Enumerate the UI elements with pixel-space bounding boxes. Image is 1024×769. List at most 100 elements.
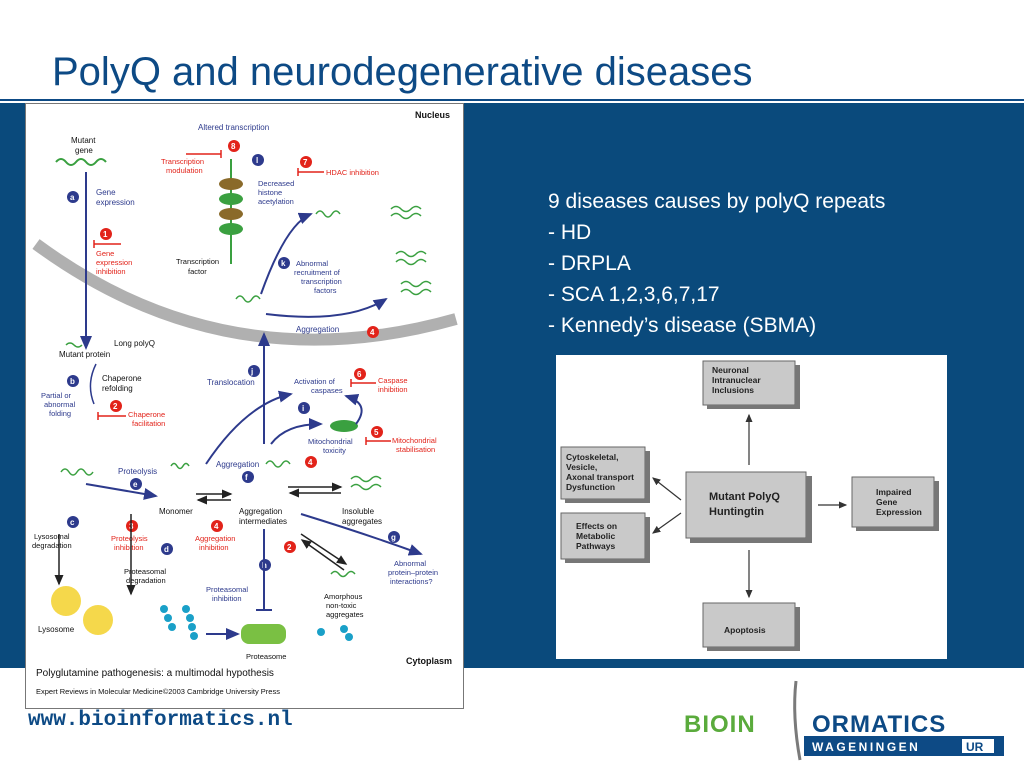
title-divider (0, 99, 1024, 101)
bullet-item: - HD (548, 221, 592, 244)
svg-text:2: 2 (287, 543, 292, 552)
svg-text:i: i (302, 404, 304, 413)
label: toxicity (323, 446, 346, 455)
label: Metabolic (576, 531, 615, 541)
logo-text-left: BIOIN (684, 711, 756, 738)
label: Axonal transport (566, 472, 634, 482)
label: Expression (876, 507, 922, 517)
label: Mitochondrial (308, 437, 353, 446)
step-1-marker (100, 228, 112, 240)
label: Proteasomal (206, 585, 248, 594)
label: Amorphous (324, 592, 363, 601)
label: HDAC inhibition (326, 168, 379, 177)
label: modulation (166, 166, 203, 175)
label: degradation (126, 576, 166, 585)
svg-text:c: c (70, 518, 75, 527)
figure-caption-title: Polyglutamine pathogenesis: a multimodal… (36, 668, 274, 679)
neuronal-inclusions-box (702, 360, 800, 409)
svg-text:l: l (256, 156, 258, 165)
label: Dysfunction (566, 482, 615, 492)
svg-text:j: j (250, 367, 253, 376)
bullet-item: - SCA 1,2,3,6,7,17 (548, 283, 720, 306)
proteasome-icon (241, 624, 286, 644)
label: intermediates (239, 517, 287, 526)
svg-text:2: 2 (113, 402, 118, 411)
label: Apoptosis (724, 625, 766, 635)
label: Monomer (159, 507, 193, 516)
apoptosis-box (702, 602, 800, 651)
label: Proteolysis (118, 467, 157, 476)
label: Inclusions (712, 385, 754, 395)
label: Aggregation (239, 507, 282, 516)
label: Chaperone (128, 410, 165, 419)
cytoplasm-label: Cytoplasm (406, 656, 452, 666)
arrow (652, 477, 682, 501)
label: expression (96, 258, 132, 267)
label: inhibition (199, 543, 229, 552)
label: Neuronal (712, 365, 749, 375)
label: stabilisation (396, 445, 435, 454)
label: Transcription (176, 257, 219, 266)
logo-ur: UR (966, 740, 984, 754)
label: Proteolysis (111, 534, 148, 543)
label: Gene (96, 188, 116, 197)
ubiquitin-chain (160, 605, 198, 640)
label: inhibition (378, 385, 408, 394)
label: caspases (311, 386, 343, 395)
svg-text:a: a (70, 193, 75, 202)
label: inhibition (212, 594, 242, 603)
aggregation-arrow-nucleus (265, 297, 388, 318)
label: Aggregation (216, 460, 259, 469)
label: inhibition (114, 543, 144, 552)
label: Transcription (161, 157, 204, 166)
label: Cytoskeletal, (566, 452, 618, 462)
figure-caption-source: Expert Reviews in Molecular Medicine©200… (36, 687, 280, 696)
label: Long polyQ (114, 339, 155, 348)
logo-text-right: ORMATICS (812, 711, 946, 738)
label: aggregates (326, 610, 364, 619)
impaired-gene-expression-box (851, 476, 939, 531)
label: Partial or (41, 391, 72, 400)
gene-strand (55, 158, 107, 166)
label: refolding (102, 384, 133, 393)
cytoskeletal-box (560, 446, 650, 503)
arrow (652, 512, 682, 534)
label: Pathways (576, 541, 615, 551)
label: Aggregation (296, 325, 339, 334)
metabolic-box (560, 512, 650, 563)
label: Insoluble (342, 507, 375, 516)
footer-url-link[interactable]: www.bioinformatics.nl (28, 709, 293, 732)
label: Gene (876, 497, 898, 507)
label: Mitochondrial (392, 436, 437, 445)
svg-text:8: 8 (231, 142, 236, 151)
label: Vesicle, (566, 462, 597, 472)
bullet-item: - Kennedy’s disease (SBMA) (548, 314, 817, 337)
svg-text:4: 4 (214, 522, 219, 531)
step-a-marker (67, 191, 79, 203)
label: Proteasomal (124, 567, 166, 576)
label: histone (258, 188, 282, 197)
label: folding (49, 409, 71, 418)
label: Abnormal (394, 559, 426, 568)
label: gene (75, 146, 93, 155)
svg-text:f: f (245, 473, 248, 482)
label: Impaired (876, 487, 911, 497)
label: Abnormal (296, 259, 328, 268)
label: non-toxic (326, 601, 357, 610)
label: Mutant (71, 136, 96, 145)
label: degradation (32, 541, 72, 550)
label: protein–protein (388, 568, 438, 577)
slide-title: PolyQ and neurodegenerative diseases (52, 50, 753, 94)
label: expression (96, 198, 135, 207)
lysosome-icon (83, 605, 113, 635)
label: aggregates (342, 517, 382, 526)
svg-text:5: 5 (374, 428, 379, 437)
svg-text:7: 7 (303, 158, 308, 167)
label: Gene (96, 249, 114, 258)
label: Huntingtin (709, 506, 764, 518)
bullet-heading: 9 diseases causes by polyQ repeats (548, 190, 886, 213)
label: Proteasome (246, 652, 286, 661)
lysosome-icon (51, 586, 81, 616)
label: Altered transcription (198, 123, 269, 132)
label: recruitment of (294, 268, 341, 277)
